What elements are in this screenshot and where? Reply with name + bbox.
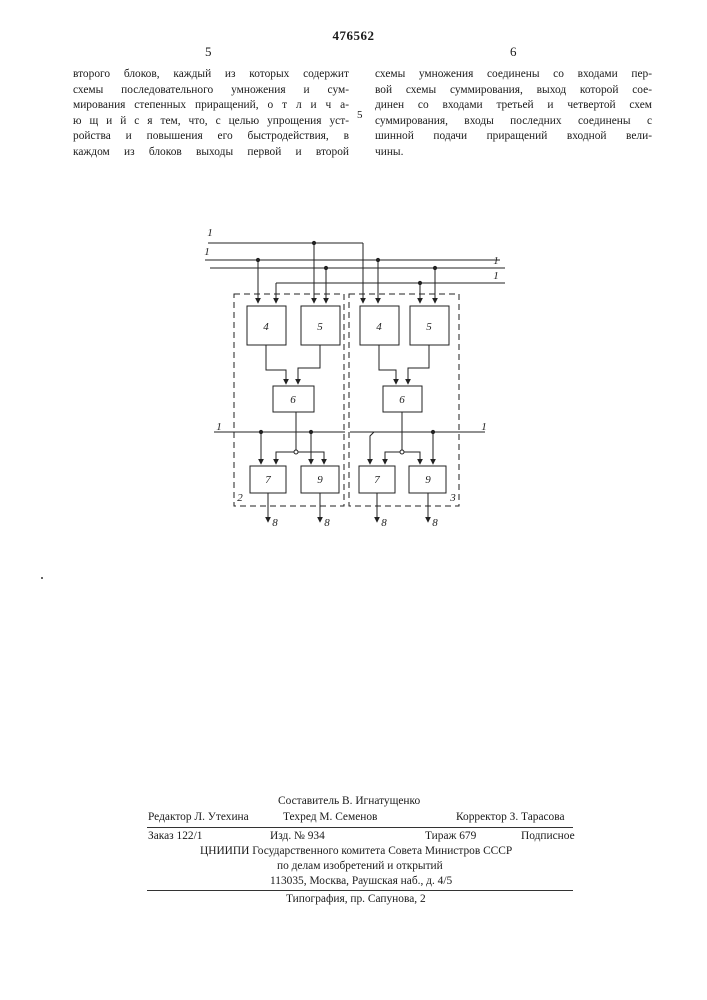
compiler-credit: Составитель В. Игнатущенко [278, 794, 420, 809]
editor-credit: Редактор Л. Утехина [148, 810, 249, 825]
block-label: 4 [376, 321, 382, 333]
block-label: 7 [374, 474, 380, 486]
typography-credit: Типография, пр. Сапунова, 2 [286, 892, 426, 907]
bus-label: 1 [493, 270, 499, 282]
bus-label: 1 [207, 227, 213, 239]
block-label: 5 [317, 321, 323, 333]
edition-number: Изд. № 934 [270, 829, 325, 844]
bus-label: 1 [204, 246, 210, 258]
organization-address: 113035, Москва, Раушская наб., д. 4/5 [270, 874, 452, 889]
print-speck [41, 577, 43, 579]
organization-dept: по делам изобретений и открытий [277, 859, 443, 874]
tech-editor-credit: Техред М. Семенов [283, 810, 377, 825]
unit-label: 2 [237, 492, 243, 504]
organization: ЦНИИПИ Государственного комитета Совета … [200, 844, 512, 859]
bus-label: 1 [481, 421, 487, 433]
block-label: 9 [317, 474, 323, 486]
bus-label: 1 [493, 255, 499, 267]
order-number: Заказ 122/1 [148, 829, 202, 844]
output-label: 8 [432, 517, 438, 529]
output-label: 8 [324, 517, 330, 529]
proofreader-credit: Корректор З. Тарасова [456, 810, 565, 825]
block-label: 4 [263, 321, 269, 333]
print-run: Тираж 679 [425, 829, 476, 844]
unit-3-wiring [350, 345, 485, 522]
block-label: 6 [399, 394, 405, 406]
block-label: 7 [265, 474, 271, 486]
bus-label: 1 [216, 421, 222, 433]
output-label: 8 [381, 517, 387, 529]
block-label: 9 [425, 474, 431, 486]
subscription-note: Подписное [521, 829, 575, 844]
unit-label: 3 [449, 492, 456, 504]
divider [147, 890, 573, 891]
block-label: 5 [426, 321, 432, 333]
divider [147, 827, 573, 828]
output-label: 8 [272, 517, 278, 529]
block-label: 6 [290, 394, 296, 406]
